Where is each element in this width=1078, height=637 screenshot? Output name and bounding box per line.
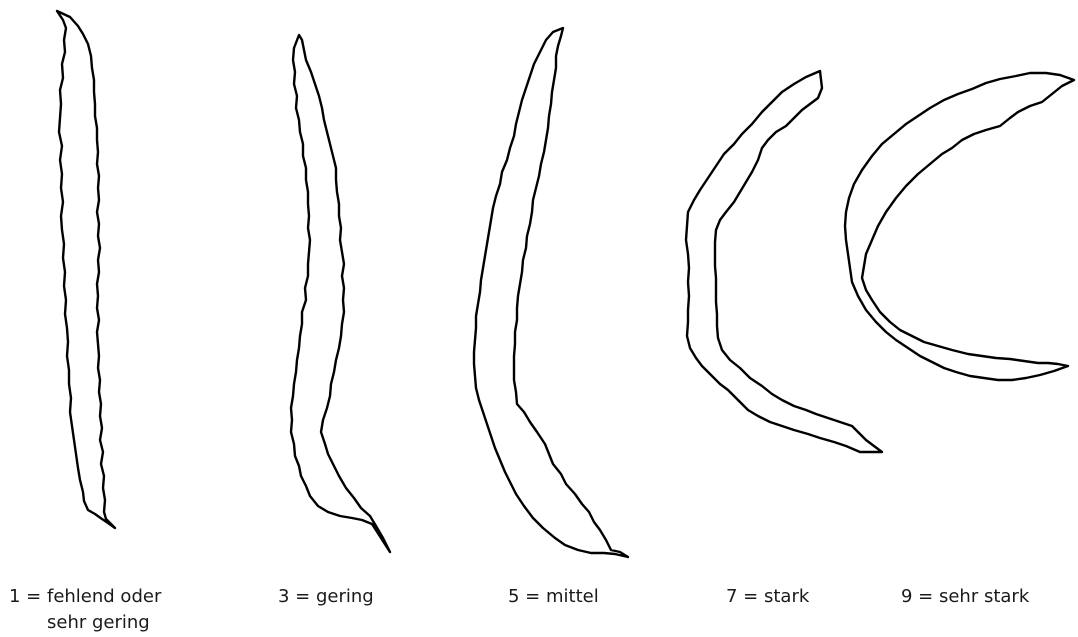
level-1-label-line1: 1 = fehlend oder — [9, 586, 161, 607]
pod-shape-5 — [474, 28, 628, 557]
level-3-label: 3 = gering — [278, 584, 374, 610]
pod-shape-7 — [686, 71, 882, 452]
pod-shape-9 — [845, 73, 1074, 380]
pod-shape-3 — [291, 35, 390, 552]
level-1-label: 1 = fehlend oder sehr gering — [9, 584, 161, 636]
pod-shape-1 — [57, 11, 115, 528]
level-5-label: 5 = mittel — [508, 584, 599, 610]
level-7-label: 7 = stark — [726, 584, 809, 610]
level-9-label: 9 = sehr stark — [901, 584, 1029, 610]
level-1-label-line2: sehr gering — [9, 610, 161, 636]
